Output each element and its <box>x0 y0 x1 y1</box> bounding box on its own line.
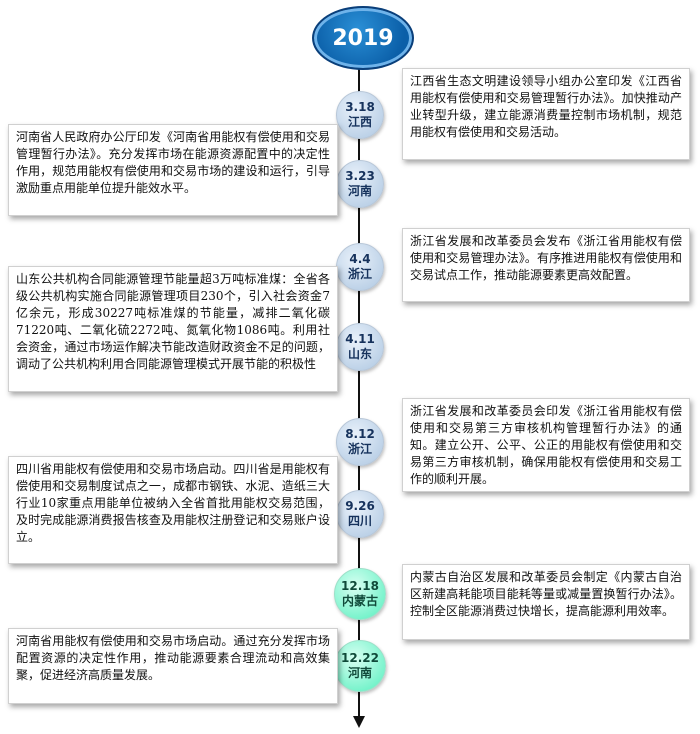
event-card-12-22: 河南省用能权有偿使用和交易市场启动。通过充分发挥市场配置资源的决定性作用，推动能… <box>8 628 338 704</box>
event-card-3-23: 河南省人民政府办公厅印发《河南省用能权有偿使用和交易管理暂行办法》。充分发挥市场… <box>8 124 338 216</box>
date-node-12-22: 12.22 河南 <box>334 640 386 692</box>
node-place: 江西 <box>347 115 372 129</box>
node-place: 四川 <box>347 514 372 528</box>
timeline-arrow-icon <box>353 716 365 728</box>
node-place: 内蒙古 <box>341 594 378 608</box>
node-place: 山东 <box>347 347 372 361</box>
node-place: 河南 <box>347 666 372 680</box>
node-date: 3.23 <box>345 169 375 183</box>
date-node-8-12: 8.12 浙江 <box>336 418 384 466</box>
date-node-3-23: 3.23 河南 <box>336 160 384 208</box>
node-date: 8.12 <box>345 427 375 441</box>
node-date: 4.4 <box>349 252 371 266</box>
timeline-axis <box>358 60 360 716</box>
date-node-9-26: 9.26 四川 <box>336 490 384 538</box>
date-node-4-11: 4.11 山东 <box>336 323 384 371</box>
event-card-3-18: 江西省生态文明建设领导小组办公室印发《江西省用能权有偿使用和交易管理暂行办法》。… <box>402 68 690 160</box>
event-card-12-18: 内蒙古自治区发展和改革委员会制定《内蒙古自治区新建高耗能项目能耗等量或减量置换暂… <box>402 564 690 640</box>
node-date: 3.18 <box>345 100 375 114</box>
node-place: 浙江 <box>347 442 372 456</box>
date-node-12-18: 12.18 内蒙古 <box>334 568 386 620</box>
node-date: 4.11 <box>345 332 375 346</box>
node-date: 9.26 <box>345 499 375 513</box>
node-date: 12.18 <box>341 579 379 593</box>
node-place: 浙江 <box>347 267 372 281</box>
event-card-4-11: 山东公共机构合同能源管理节能量超3万吨标准煤：全省各级公共机构实施合同能源管理项… <box>8 266 338 392</box>
node-place: 河南 <box>347 184 372 198</box>
event-card-8-12: 浙江省发展和改革委员会印发《浙江省用能权有偿使用和交易第三方审核机构管理暂行办法… <box>402 398 690 492</box>
date-node-3-18: 3.18 江西 <box>336 91 384 139</box>
year-badge: 2019 <box>312 6 414 70</box>
event-card-4-4: 浙江省发展和改革委员会发布《浙江省用能权有偿使用和交易管理办法》。有序推进用能权… <box>402 228 690 302</box>
date-node-4-4: 4.4 浙江 <box>336 243 384 291</box>
event-card-9-26: 四川省用能权有偿使用和交易市场启动。四川省是用能权有偿使用和交易制度试点之一，成… <box>8 456 338 564</box>
node-date: 12.22 <box>341 651 379 665</box>
